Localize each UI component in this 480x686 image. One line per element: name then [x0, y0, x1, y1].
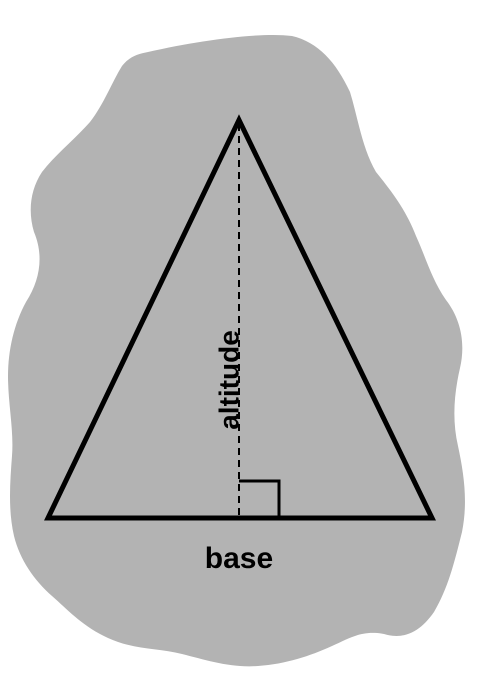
right-angle-marker: [239, 479, 281, 517]
triangle-outline: [44, 114, 436, 521]
altitude-label: altitude: [213, 330, 244, 430]
gray-blob-background: [8, 34, 465, 667]
base-label: base: [205, 542, 273, 575]
